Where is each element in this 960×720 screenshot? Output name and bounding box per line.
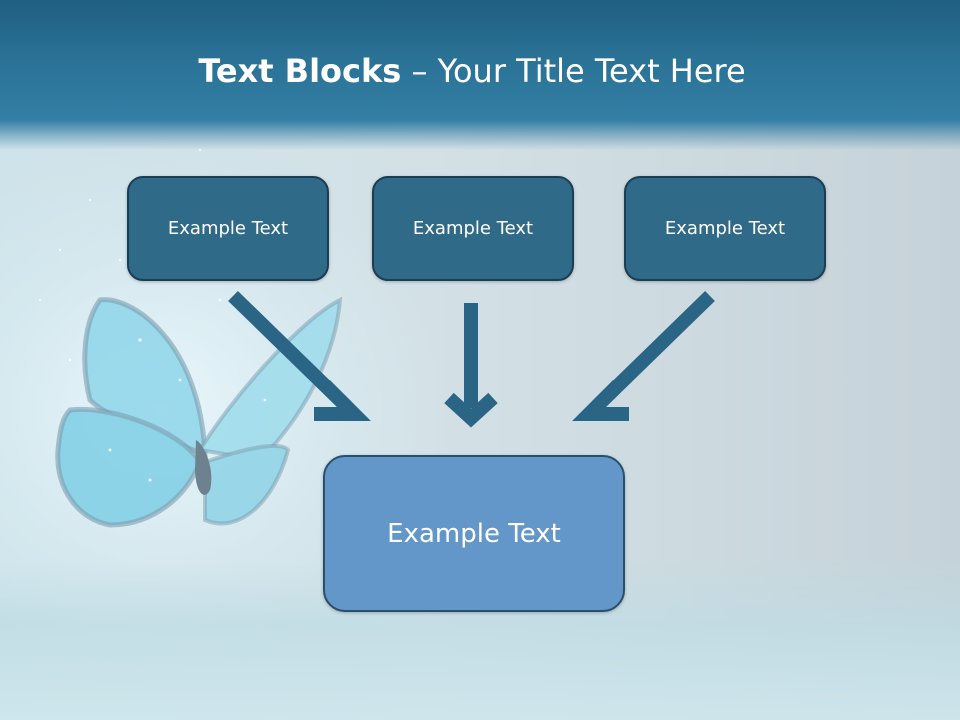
arrow-right-diagonal [572, 290, 715, 421]
text-block-3[interactable]: Example Text [624, 176, 826, 281]
title-bar [0, 0, 960, 150]
text-block-1[interactable]: Example Text [127, 176, 329, 281]
page-title: Text Blocks – Your Title Text Here [0, 52, 944, 90]
title-separator: – [401, 52, 438, 90]
arrow-left-diagonal [228, 290, 371, 421]
arrow-center-down [444, 303, 498, 428]
title-bold: Text Blocks [198, 52, 402, 90]
target-text-block[interactable]: Example Text [323, 455, 625, 612]
title-regular: Your Title Text Here [437, 52, 746, 90]
text-block-2[interactable]: Example Text [372, 176, 574, 281]
